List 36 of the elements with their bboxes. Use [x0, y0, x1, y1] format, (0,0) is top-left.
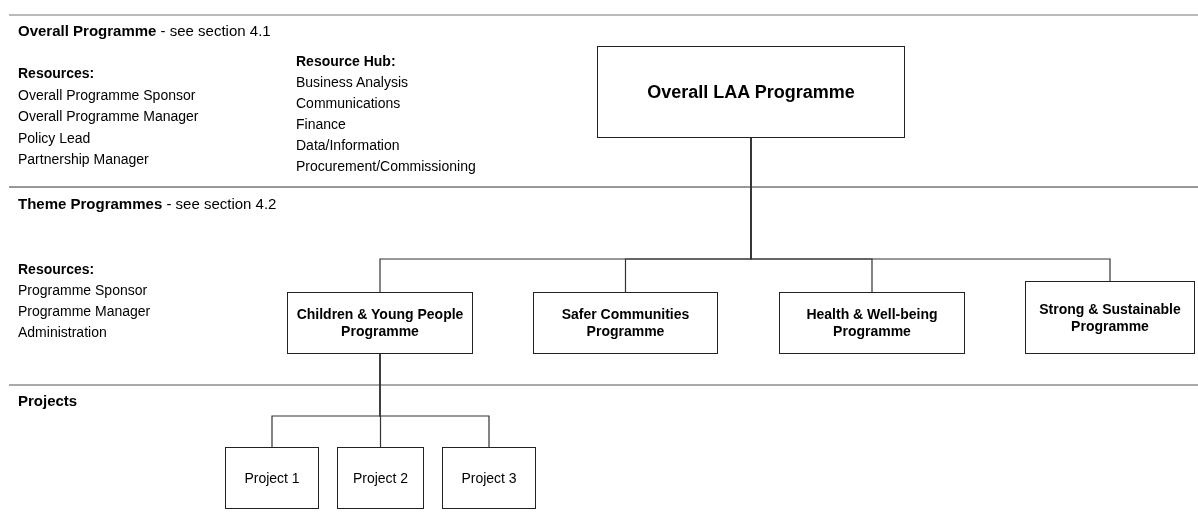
list-item: Finance — [296, 116, 346, 133]
programme-box — [287, 292, 473, 354]
list-item: Programme Sponsor — [18, 282, 148, 299]
box-title: Project 3 — [461, 469, 517, 487]
section-heading: Theme Programmes - see section 4.2 — [18, 195, 277, 212]
programme-box — [442, 447, 536, 509]
list-heading: Resources: — [18, 65, 95, 82]
programme-box — [779, 292, 965, 354]
list-item: Procurement/Commissioning — [296, 158, 476, 175]
programme-box — [225, 447, 319, 509]
box-title: Overall LAA Programme — [647, 83, 855, 101]
list-item: Administration — [18, 324, 107, 341]
box-title: Project 1 — [244, 469, 300, 487]
box-title: Health & Well-being Programme — [805, 306, 939, 340]
list-item: Overall Programme Sponsor — [18, 87, 196, 104]
list-item: Communications — [296, 95, 401, 112]
connector-line — [750, 137, 1111, 282]
connector-line — [379, 353, 490, 448]
list-heading: Resource Hub: — [296, 53, 396, 70]
programme-box — [1025, 281, 1195, 354]
list-item: Business Analysis — [296, 74, 409, 91]
list-item: Overall Programme Manager — [18, 108, 199, 125]
programme-box — [337, 447, 424, 509]
box-title: Children & Young People Programme — [295, 306, 465, 340]
box-title: Project 2 — [352, 469, 409, 487]
section-heading: Overall Programme - see section 4.1 — [18, 22, 271, 39]
list-item: Programme Manager — [18, 303, 151, 320]
list-item: Data/Information — [296, 137, 400, 154]
programme-box — [597, 46, 905, 138]
box-title: Strong & Sustainable Programme — [1038, 300, 1182, 335]
box-title: Safer Communities Programme — [560, 306, 691, 340]
list-item: Partnership Manager — [18, 151, 149, 168]
section-heading: Projects — [18, 392, 78, 409]
programme-box — [533, 292, 718, 354]
list-heading: Resources: — [18, 261, 95, 278]
list-item: Policy Lead — [18, 130, 91, 147]
